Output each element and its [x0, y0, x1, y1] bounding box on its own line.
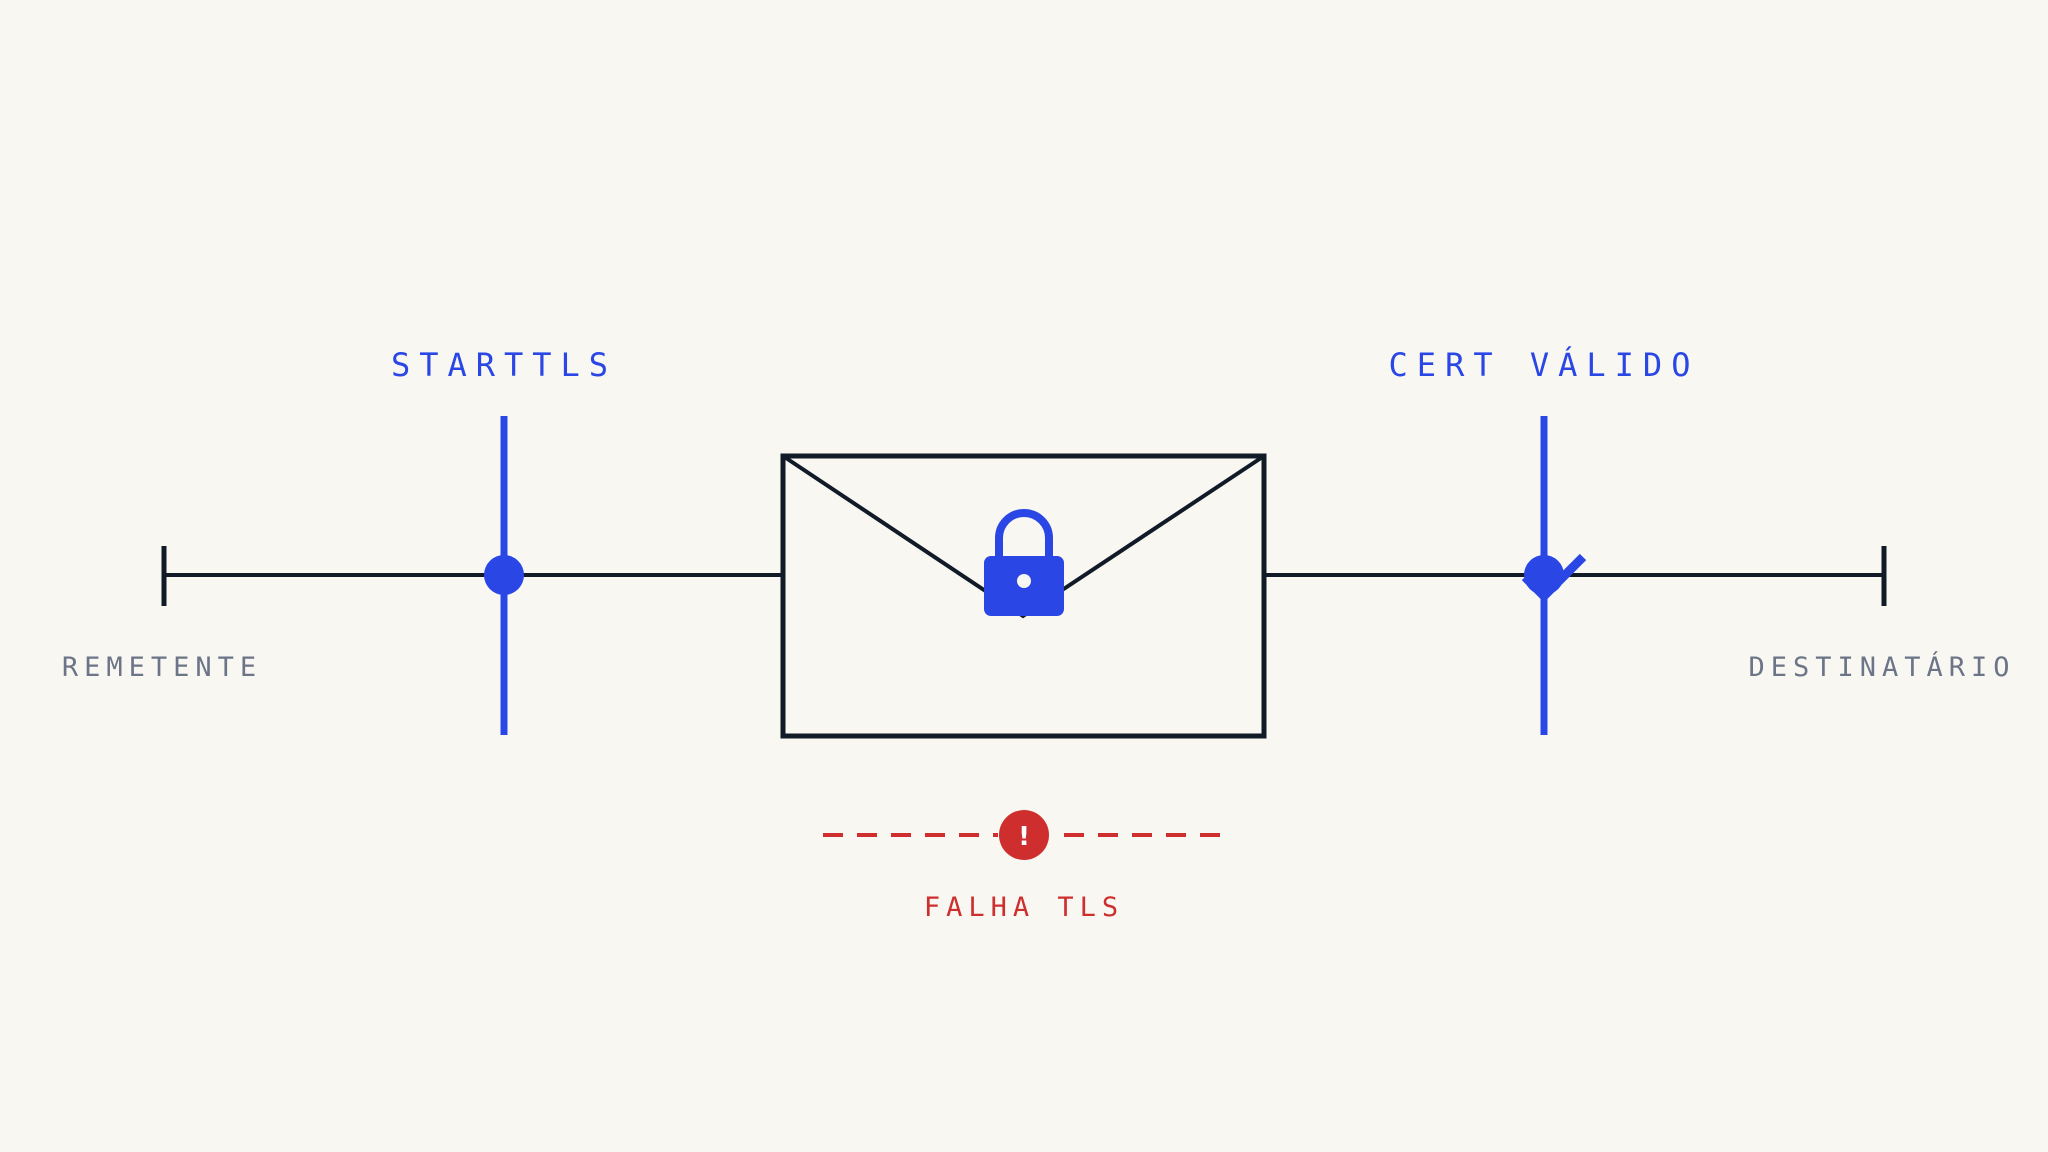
cert-valid-label: CERT VÁLIDO [1389, 346, 1700, 384]
starttls-label: STARTTLS [391, 346, 617, 384]
transmission-line [161, 546, 1887, 606]
starttls-node [484, 555, 524, 595]
starttls-checkpoint [484, 416, 524, 735]
padlock-icon [984, 509, 1064, 616]
alert-icon: ! [999, 810, 1049, 860]
alert-symbol: ! [1018, 822, 1030, 852]
tls-failure-path: ! [823, 810, 1226, 860]
tls-failure-label: FALHA TLS [924, 892, 1124, 923]
recipient-label: DESTINATÁRIO [1748, 651, 2015, 683]
checkmark-icon [1521, 553, 1587, 603]
cert-valid-checkpoint [1521, 416, 1587, 735]
sender-label: REMETENTE [62, 652, 262, 683]
